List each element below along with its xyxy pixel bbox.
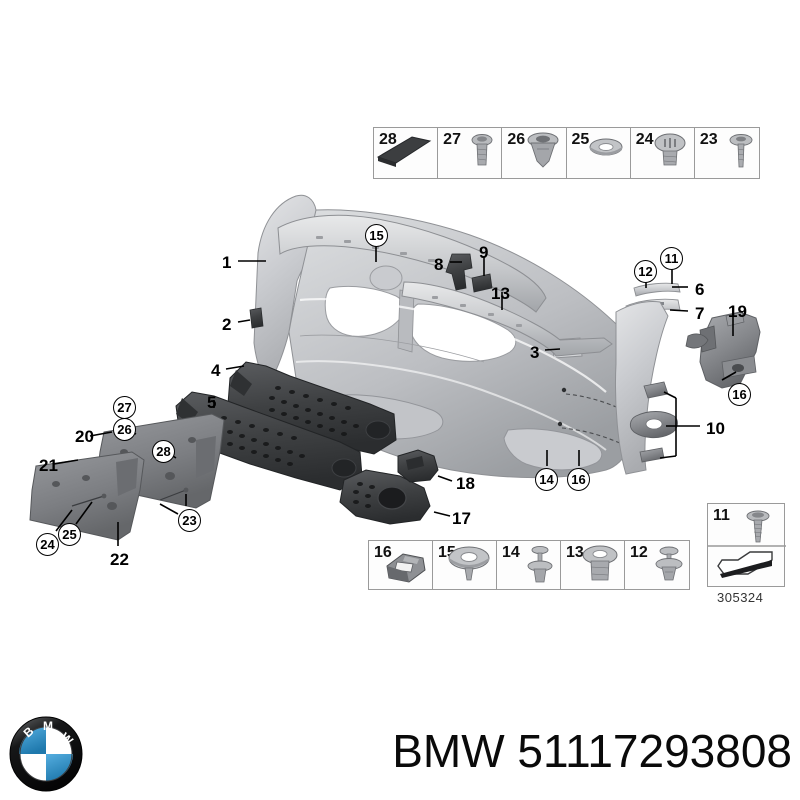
legend-cell-13: 13: [561, 541, 625, 589]
callout-4-3: 4: [211, 361, 221, 380]
callout-circle-16-21: 16: [567, 468, 590, 491]
legend-number-16: 16: [374, 544, 392, 561]
torx-slim-screw-icon: [729, 134, 753, 168]
legend-number-28: 28: [379, 131, 397, 148]
bracket-part8: [445, 253, 473, 291]
legend-cell-27: 27: [438, 128, 503, 178]
legend-icon-wrap-13: [561, 541, 624, 589]
callout-1-0: 1: [222, 253, 232, 272]
callout-2-1: 2: [222, 315, 232, 334]
callout-22-16: 22: [110, 550, 129, 569]
flat-strip-pad-icon: [376, 136, 432, 167]
sheet-metal-nut-clip-icon: [386, 553, 426, 583]
legend-cell-15: 15: [433, 541, 497, 589]
callout-21-15: 21: [39, 456, 58, 475]
callout-13-10: 13: [491, 284, 510, 303]
legend-icon-wrap-26: [502, 128, 565, 178]
legend-number-24: 24: [635, 131, 654, 148]
lower-grille-part5: [175, 391, 363, 491]
legend-cell-24: 24: [630, 128, 695, 178]
callout-18-12: 18: [456, 474, 475, 493]
callout-17-11: 17: [452, 509, 471, 528]
legend-cell-23: 23: [694, 128, 760, 178]
callout-8-7: 8: [434, 255, 444, 274]
screw-stub-23: [159, 487, 189, 501]
callout-circle-26-26: 26: [113, 418, 136, 441]
legend-number-13: 13: [566, 544, 584, 561]
expanding-push-rivet-icon: [655, 546, 683, 581]
callout-circle-25-25: 25: [58, 523, 81, 546]
legend-cell-12: 12: [625, 541, 689, 589]
callout-circle-14-19: 14: [535, 468, 558, 491]
callout-6-5: 6: [695, 280, 705, 299]
long-tapping-screw-icon: [746, 510, 770, 543]
callout-circle-15-20: 15: [365, 224, 388, 247]
callout-9-8: 9: [479, 243, 489, 262]
callout-7-6: 7: [695, 304, 705, 323]
callout-circle-16-22: 16: [728, 383, 751, 406]
legend-icon-wrap-12: [625, 541, 689, 589]
legend-cell-28: 28: [374, 128, 439, 178]
callout-19-13: 19: [728, 302, 747, 321]
legend-icon-wrap-28: [374, 128, 437, 178]
callout-circle-23-23: 23: [178, 509, 201, 532]
legend-icon-wrap-16: [369, 541, 432, 589]
footer-part-number: BMW 51117293808: [392, 725, 792, 777]
reference-box-art: [708, 510, 786, 578]
legend-icon-wrap-15: [433, 541, 496, 589]
lower-grille-part4: [227, 361, 397, 455]
plate-holder-part21: [29, 451, 145, 541]
legend-number-27: 27: [443, 131, 461, 148]
callout-20-14: 20: [75, 427, 94, 446]
headlight-carrier-part19: [685, 311, 761, 389]
pointer-arrow-icon: [717, 551, 773, 578]
legend-icon-wrap-14: [497, 541, 560, 589]
legend-cell-26: 26: [502, 128, 567, 178]
legend-number-23: 23: [699, 131, 718, 148]
large-washer-grommet-icon: [448, 546, 490, 581]
callout-10-9: 10: [706, 419, 725, 438]
flat-washer-icon: [589, 138, 623, 156]
legend-cell-14: 14: [497, 541, 561, 589]
collar-nut-grommet-icon: [582, 545, 618, 581]
footer-bar: B M W BMW 51117293808: [0, 708, 800, 800]
expanding-rivet-clip-icon: [527, 132, 559, 168]
callout-circle-24-24: 24: [36, 533, 59, 556]
callout-circle-27-27: 27: [113, 396, 136, 419]
legend-cell-16: 16: [369, 541, 433, 589]
legend-number-14: 14: [502, 544, 520, 561]
torx-pan-screw-icon: [471, 134, 493, 166]
torx-button-screw-icon: [654, 133, 686, 166]
legend-strip-bottom: 16 15 14 13 12: [368, 540, 690, 590]
push-pin-rivet-icon: [527, 545, 553, 583]
side-bracket-group-part10: [629, 381, 678, 463]
right-wing-panel: [614, 301, 669, 475]
svg-text:M: M: [43, 719, 53, 733]
legend-number-11: 11: [713, 507, 730, 524]
reference-box: 11: [707, 503, 786, 587]
callout-5-4: 5: [207, 393, 217, 412]
callout-circle-12-18: 12: [634, 260, 657, 283]
callout-3-2: 3: [530, 343, 540, 362]
legend-strip-top: 28 27 26 25 24 23: [373, 127, 760, 179]
legend-icon-wrap-23: [695, 128, 759, 178]
fog-grille-part17: [339, 469, 431, 525]
legend-number-25: 25: [571, 131, 590, 148]
small-clip-part2: [249, 307, 264, 329]
legend-number-26: 26: [507, 131, 526, 148]
legend-number-12: 12: [630, 544, 648, 561]
reference-code: 305324: [717, 590, 764, 605]
legend-cell-25: 25: [566, 128, 631, 178]
legend-icon-wrap-25: [567, 128, 630, 178]
legend-icon-wrap-24: [631, 128, 694, 178]
legend-icon-wrap-27: [438, 128, 501, 178]
upper-trim-strip: [277, 214, 613, 357]
duct-cover-part18: [397, 449, 439, 483]
callout-circle-11-17: 11: [660, 247, 683, 270]
bmw-roundel-logo: B M W: [9, 716, 83, 792]
callout-circle-28-28: 28: [152, 440, 175, 463]
